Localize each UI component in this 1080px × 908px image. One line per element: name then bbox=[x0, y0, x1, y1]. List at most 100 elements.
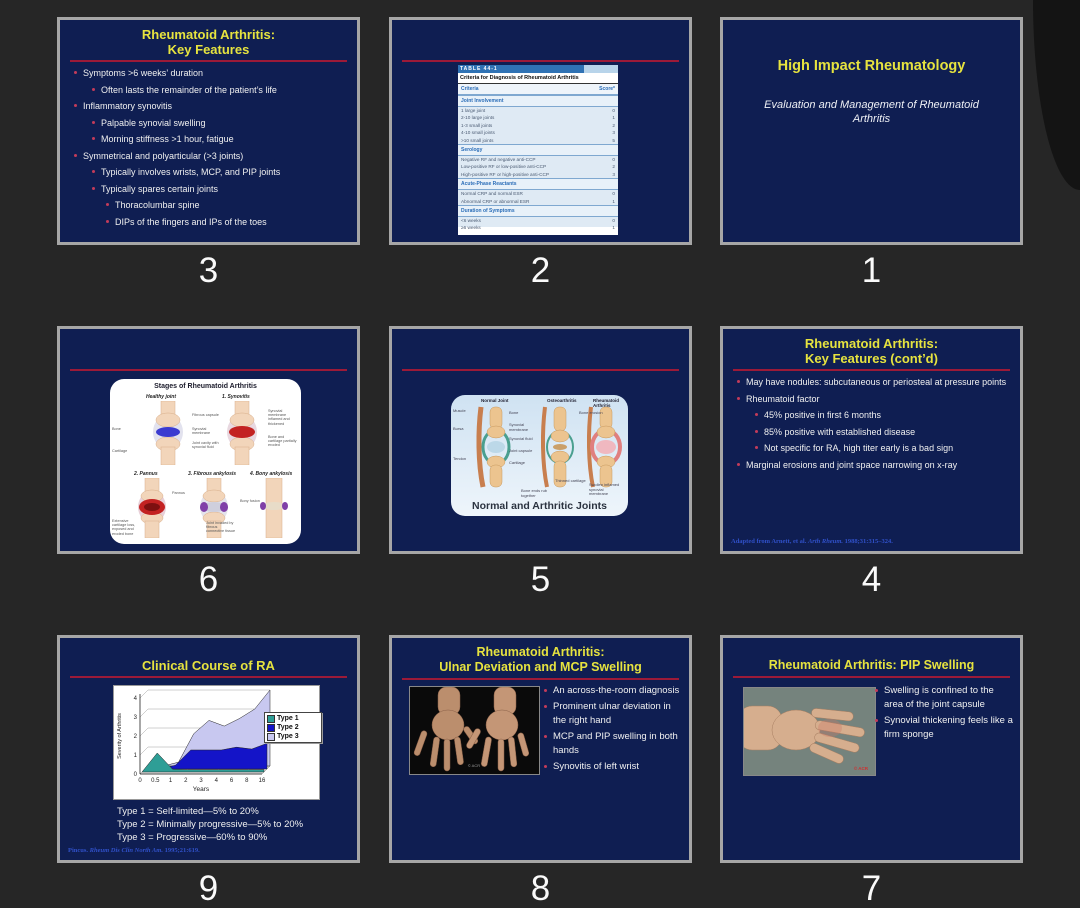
slide-title: Rheumatoid Arthritis: Key Features bbox=[141, 27, 276, 57]
svg-text:2: 2 bbox=[134, 734, 138, 740]
table-row: 1 large joint 0 bbox=[461, 108, 615, 113]
slide-thumbnail-1[interactable]: High Impact Rheumatology Evaluation and … bbox=[720, 17, 1023, 245]
slide-thumbnail-5[interactable]: Normal Joint Osteoarthritis Rheumatoid A… bbox=[389, 326, 692, 554]
slide-thumbnail-2[interactable]: TABLE 44-1 Criteria for Diagnosis of Rhe… bbox=[389, 17, 692, 245]
legend-entry: Type 2 bbox=[267, 723, 319, 732]
slide-number: 9 bbox=[198, 869, 219, 908]
svg-text:Years: Years bbox=[193, 786, 210, 793]
svg-text:1: 1 bbox=[169, 778, 173, 784]
table-row: Acute-Phase Reactants bbox=[458, 178, 618, 191]
bullet-dot-icon bbox=[74, 153, 77, 157]
table-title: Criteria for Diagnosis of Rheumatoid Art… bbox=[458, 73, 618, 84]
svg-text:0: 0 bbox=[134, 772, 138, 778]
slide-thumbnail-4[interactable]: Rheumatoid Arthritis: Key Features (cont… bbox=[720, 326, 1023, 554]
legend-entry: Type 3 bbox=[267, 732, 319, 741]
bullet-dot-icon bbox=[74, 104, 77, 107]
bullet-line: Synovial thickening feels like a firm sp… bbox=[875, 714, 1015, 742]
table-tag: TABLE 44-1 bbox=[460, 66, 498, 72]
bullet-line: Swelling is confined to the area of the … bbox=[875, 684, 1015, 712]
svg-text:3: 3 bbox=[199, 778, 203, 784]
bullet-line: DIPs of the fingers and IPs of the toes bbox=[66, 216, 353, 228]
rheumatoid-joint-graphic bbox=[586, 406, 622, 488]
bullet-dot-icon bbox=[74, 71, 77, 74]
title-rule bbox=[402, 678, 679, 680]
bullet-line: Thoracolumbar spine bbox=[66, 199, 353, 211]
bullet-dot-icon bbox=[92, 170, 95, 173]
bullet-line: 85% positive with established disease bbox=[729, 426, 1016, 439]
svg-text:6: 6 bbox=[230, 778, 234, 784]
bullet-dot-icon bbox=[92, 120, 95, 124]
bullet-dot-icon bbox=[755, 429, 758, 433]
fibrous-ankylosis-joint-graphic bbox=[200, 478, 228, 538]
slide-title: Rheumatoid Arthritis: PIP Swelling bbox=[768, 658, 975, 672]
diagram-title: Stages of Rheumatoid Arthritis bbox=[154, 383, 257, 390]
table-row: Normal CRP and normal ESR 0 bbox=[461, 191, 615, 197]
bullet-dot-icon bbox=[737, 396, 740, 400]
bullet-line: Often lasts the remainder of the patient… bbox=[66, 84, 353, 96]
legend-swatch-type2 bbox=[267, 723, 275, 732]
citation: Pincus. Rheum Dis Clin North Am. 1995;21… bbox=[68, 847, 200, 854]
table-row: Duration of Symptoms bbox=[458, 205, 618, 218]
hands-photo: © ACR bbox=[409, 686, 540, 775]
bullet-dot-icon bbox=[875, 719, 878, 722]
criteria-table-image: TABLE 44-1 Criteria for Diagnosis of Rhe… bbox=[458, 65, 618, 235]
bullet-line: 45% positive in first 6 months bbox=[729, 409, 1016, 422]
bullet-line: An across-the-room diagnosis bbox=[544, 684, 684, 698]
bullet-line: May have nodules: subcutaneous or perios… bbox=[729, 376, 1016, 389]
bullet-dot-icon bbox=[755, 446, 758, 449]
svg-text:2: 2 bbox=[184, 778, 188, 784]
title-rule bbox=[402, 369, 679, 371]
pannus-joint-graphic bbox=[138, 478, 166, 538]
table-row: Abnormal CRP or abnormal ESR 1 bbox=[461, 198, 615, 204]
svg-text:3: 3 bbox=[134, 715, 138, 721]
bullet-list: Symptoms >6 weeks’ duration Often lasts … bbox=[66, 67, 353, 232]
table-row: >10 small joints 5 bbox=[461, 137, 615, 143]
photo-credit: © ACR bbox=[468, 763, 480, 768]
table-row: Joint Involvement bbox=[458, 95, 618, 107]
slide-number: 3 bbox=[198, 251, 219, 290]
slide-thumbnail-6[interactable]: Stages of Rheumatoid Arthritis Healthy j… bbox=[57, 326, 360, 554]
bullet-list: May have nodules: subcutaneous or perios… bbox=[729, 376, 1016, 475]
bullet-dot-icon bbox=[92, 137, 95, 140]
slide-thumbnail-3[interactable]: Rheumatoid Arthritis: Key Features Sympt… bbox=[57, 17, 360, 245]
bony-ankylosis-joint-graphic bbox=[260, 478, 288, 538]
bullet-line: Marginal erosions and joint space narrow… bbox=[729, 459, 1016, 472]
svg-text:0: 0 bbox=[138, 778, 142, 784]
bullet-line: Prominent ulnar deviation in the right h… bbox=[544, 700, 684, 728]
bullet-dot-icon bbox=[875, 689, 878, 692]
bullet-line: Typically involves wrists, MCP, and PIP … bbox=[66, 166, 353, 178]
title-rule bbox=[70, 60, 347, 62]
bullet-line: Inflammatory synovitis bbox=[66, 100, 353, 112]
table-column-headers: Criteria Score* bbox=[458, 84, 618, 95]
joints-comparison-image: Normal Joint Osteoarthritis Rheumatoid A… bbox=[451, 395, 628, 516]
slide-thumbnail-7[interactable]: Rheumatoid Arthritis: PIP Swelling © ACR… bbox=[720, 635, 1023, 863]
stages-diagram-image: Stages of Rheumatoid Arthritis Healthy j… bbox=[110, 379, 301, 544]
bullet-dot-icon bbox=[92, 186, 95, 190]
table-row: ≥6 weeks 1 bbox=[461, 225, 615, 231]
bullet-list: An across-the-room diagnosis Prominent u… bbox=[544, 684, 684, 776]
bullet-dot-icon bbox=[544, 705, 547, 708]
table-row: <6 weeks 0 bbox=[461, 218, 615, 224]
table-row: Low-positive RF or low-positive anti-CCP… bbox=[461, 164, 615, 170]
bullet-dot-icon bbox=[755, 413, 758, 416]
osteoarthritis-joint-graphic bbox=[540, 406, 574, 488]
bullet-line: MCP and PIP swelling in both hands bbox=[544, 730, 684, 758]
slide-number: 7 bbox=[861, 869, 882, 908]
legend-swatch-type1 bbox=[267, 714, 275, 723]
bullet-line: Rheumatoid factor bbox=[729, 393, 1016, 406]
svg-text:16: 16 bbox=[259, 778, 266, 784]
table-row: Serology bbox=[458, 144, 618, 157]
slide-number: 5 bbox=[530, 560, 551, 599]
svg-text:0.5: 0.5 bbox=[151, 778, 160, 784]
bullet-line: Symptoms >6 weeks’ duration bbox=[66, 67, 353, 79]
legend-entry: Type 1 bbox=[267, 714, 319, 723]
bullet-dot-icon bbox=[737, 380, 740, 383]
slide-thumbnail-8[interactable]: Rheumatoid Arthritis: Ulnar Deviation an… bbox=[389, 635, 692, 863]
bullet-line: Morning stiffness >1 hour, fatigue bbox=[66, 133, 353, 145]
svg-text:4: 4 bbox=[215, 778, 219, 784]
table-row: High-positive RF or high-positive anti-C… bbox=[461, 171, 615, 177]
slide-number: 1 bbox=[861, 251, 882, 290]
